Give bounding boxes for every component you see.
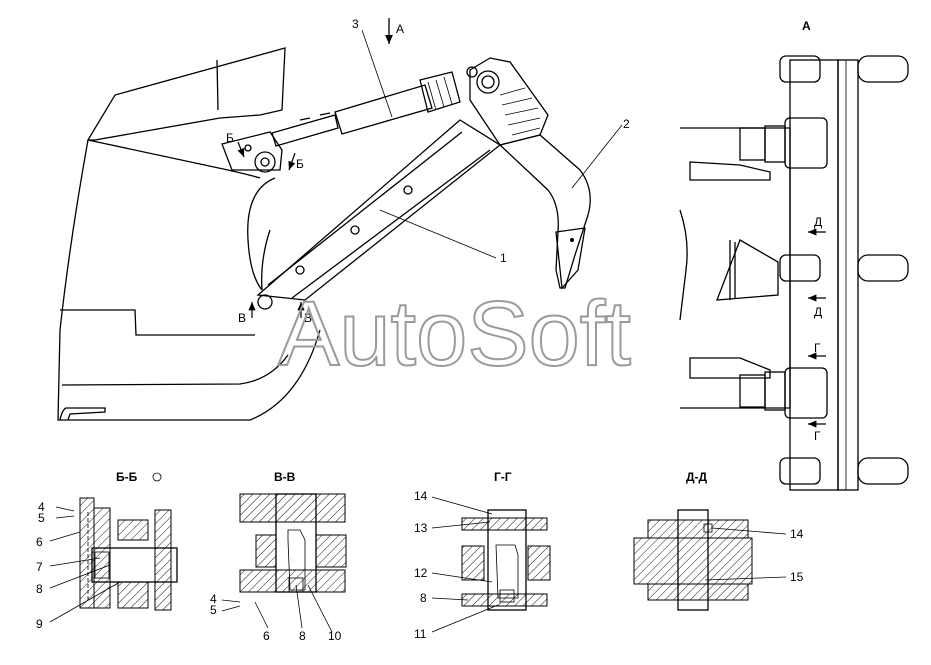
bb-label-5: 5	[38, 511, 45, 525]
section-gg: Г-Г 14 13 12 8 11	[414, 470, 551, 641]
dd-label-14: 14	[790, 527, 804, 541]
gg-label-14: 14	[414, 489, 428, 503]
view-arrow-A-label: A	[396, 22, 404, 36]
gg-label-11: 11	[414, 627, 427, 641]
main-view	[57, 47, 591, 421]
section-arrow-G-bottom: Г	[814, 429, 821, 443]
section-arrow-B-right: Б	[296, 157, 304, 171]
dd-label-15: 15	[790, 570, 804, 584]
boom-1	[256, 119, 502, 301]
bucket-body	[86, 47, 286, 141]
ripper-shank-2	[498, 134, 591, 289]
cylinder-rod	[271, 114, 339, 147]
view-A: А	[679, 19, 909, 491]
bb-label-9: 9	[36, 617, 43, 631]
roller-mid	[779, 254, 909, 282]
bb-label-7: 7	[36, 560, 43, 574]
bb-label-8: 8	[36, 582, 43, 596]
gg-label-8: 8	[420, 591, 427, 605]
leaders-main: 3 1 2	[352, 17, 630, 265]
section-arrow-B-left: Б	[226, 131, 234, 145]
section-gg-title: Г-Г	[494, 470, 512, 484]
section-arrow-V-left: В	[238, 311, 246, 325]
roller-bottom	[779, 457, 909, 485]
roller-top	[779, 55, 909, 83]
main-label-2: 2	[623, 117, 630, 131]
main-label-3: 3	[352, 17, 359, 31]
section-arrow-V-right: В	[304, 311, 312, 325]
vv-label-5: 5	[210, 603, 217, 617]
section-arrows-main: A Б Б В В	[226, 18, 404, 325]
section-dd: Д-Д 14 15	[633, 470, 804, 611]
view-A-title: А	[802, 19, 811, 33]
section-arrow-G-top: Г	[814, 341, 821, 355]
section-arrow-D-top: Д	[814, 215, 822, 229]
section-dd-title: Д-Д	[686, 470, 708, 484]
gg-label-13: 13	[414, 521, 428, 535]
section-vv: В-В 4 5 6 8 10	[210, 470, 347, 643]
main-label-1: 1	[500, 251, 507, 265]
cylinder-lower	[689, 357, 828, 419]
cylinder-upper	[689, 117, 828, 181]
vv-label-8: 8	[299, 629, 306, 643]
vv-label-10: 10	[328, 629, 342, 643]
section-vv-title: В-В	[274, 470, 296, 484]
section-arrow-D-bottom: Д	[814, 305, 822, 319]
vv-label-6: 6	[263, 629, 270, 643]
ripper-head	[469, 57, 549, 146]
section-bb-title: Б-Б	[116, 470, 138, 484]
watermark: AutoSoft	[278, 283, 631, 385]
bracket	[221, 131, 283, 171]
vv-label-4: 4	[210, 592, 217, 606]
section-bb: Б-Б 4 5 6 7 8 9	[36, 470, 178, 631]
bb-label-4: 4	[38, 500, 45, 514]
gg-label-12: 12	[414, 566, 428, 580]
bb-label-6: 6	[36, 535, 43, 549]
